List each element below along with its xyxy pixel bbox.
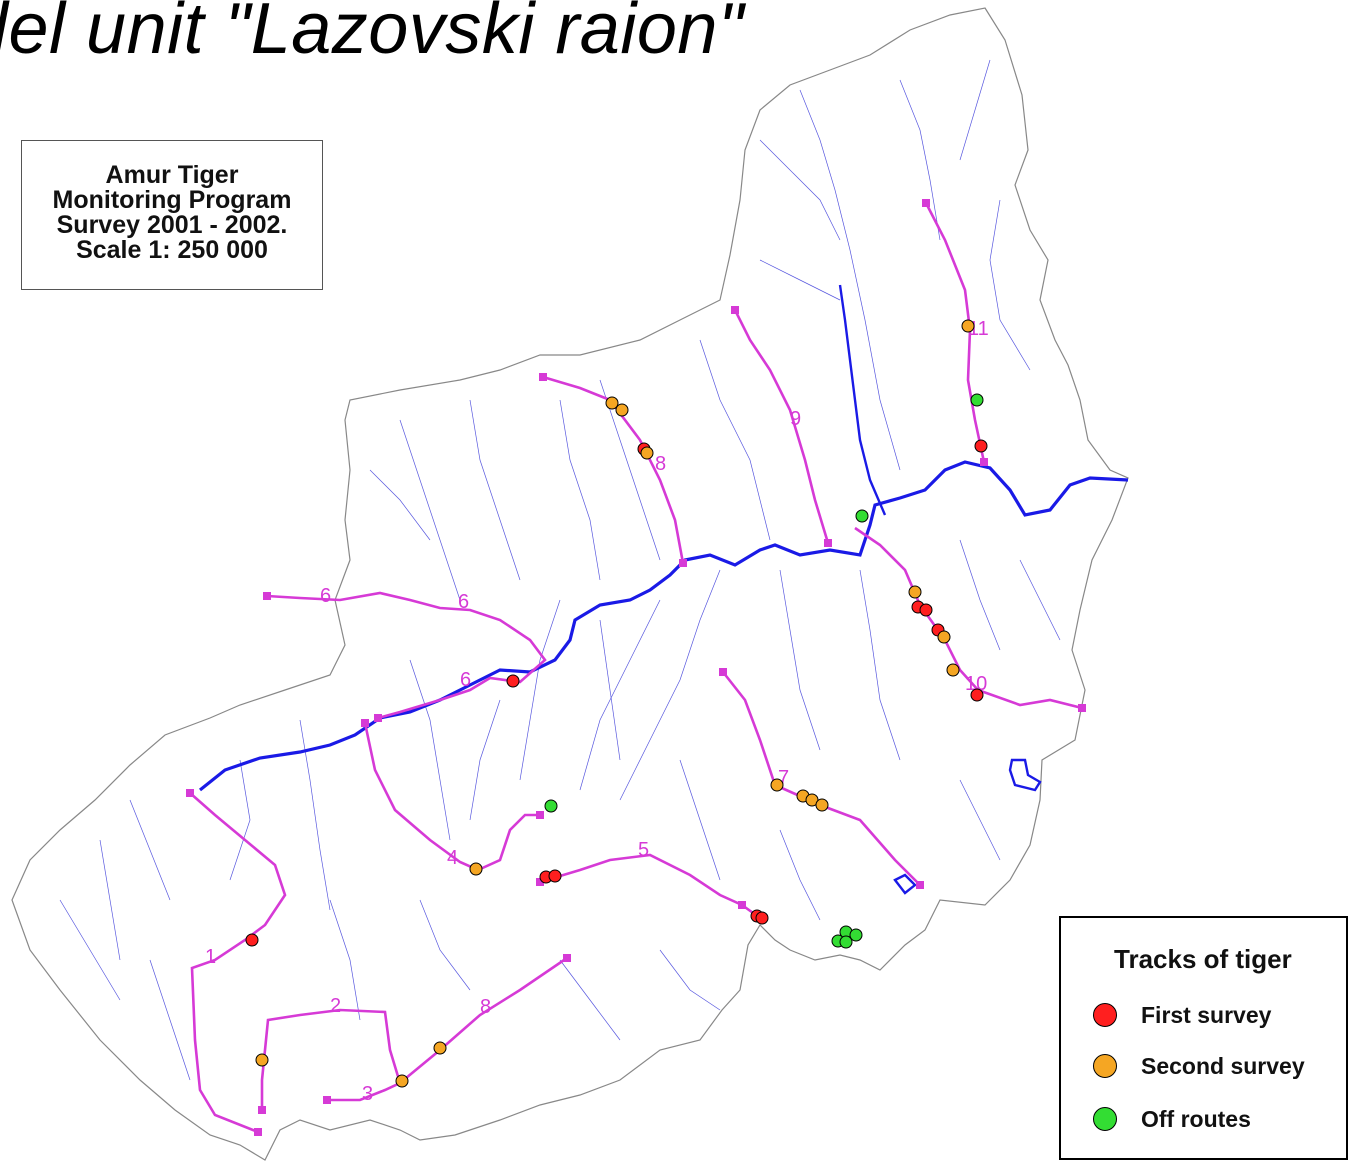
- legend-item-first-survey: First survey: [1093, 1000, 1271, 1030]
- legend-label: Second survey: [1141, 1052, 1305, 1079]
- first-survey-track: [970, 688, 984, 702]
- second-survey-track: [770, 778, 784, 792]
- route-2: [260, 1008, 402, 1110]
- off-route-track: [849, 928, 863, 942]
- second-survey-track: [937, 630, 951, 644]
- route-9: [733, 309, 830, 544]
- route-5: [539, 853, 761, 920]
- coastal-lake-outline: [893, 758, 1042, 895]
- route-7: [721, 671, 921, 886]
- first-survey-track: [755, 911, 769, 925]
- second-survey-track: [469, 862, 483, 876]
- first-survey-track: [245, 933, 259, 947]
- info-line: Survey 2001 - 2002.: [56, 211, 288, 239]
- tributary-river: [838, 284, 887, 516]
- map-title: lel unit "Lazovski raion": [0, 0, 744, 69]
- route-label: 4: [447, 847, 458, 869]
- off-route-track: [839, 935, 853, 949]
- second-survey-track: [961, 319, 975, 333]
- first-survey-track: [974, 439, 988, 453]
- route-label: 5: [638, 839, 649, 861]
- legend-title: Tracks of tiger: [1114, 944, 1292, 974]
- main-river: [199, 460, 1129, 792]
- first-survey-track: [548, 869, 562, 883]
- first-survey-track: [919, 603, 933, 617]
- tiger-tracks: [245, 319, 988, 1088]
- route-label: 10: [965, 673, 987, 695]
- legend-label: First survey: [1141, 1001, 1272, 1028]
- route-label: 6: [320, 585, 331, 607]
- green-dot-icon: [1093, 1107, 1117, 1131]
- second-survey-track: [640, 446, 654, 460]
- stream-network: [59, 59, 1061, 1081]
- route-10: [854, 526, 1083, 710]
- second-survey-track: [433, 1041, 447, 1055]
- info-line: Monitoring Program: [52, 186, 292, 214]
- off-route-track: [855, 509, 869, 523]
- route-label: 8: [655, 453, 666, 475]
- route-label: 7: [778, 767, 789, 789]
- info-line: Scale 1: 250 000: [76, 236, 268, 264]
- legend: Tracks of tiger First survey Second surv…: [1059, 916, 1348, 1160]
- legend-label: Off routes: [1141, 1105, 1251, 1132]
- route-label: 8: [480, 996, 491, 1018]
- second-survey-track: [815, 798, 829, 812]
- route-labels: 1 2 3 4 5 6 6 6 7 8 9 10 11 8: [205, 318, 989, 1105]
- route-label: 6: [460, 669, 471, 691]
- second-survey-track: [605, 396, 619, 410]
- off-route-track: [544, 799, 558, 813]
- info-line: Amur Tiger: [105, 161, 239, 189]
- route-endpoints: [186, 199, 1086, 1136]
- district-boundary: [11, 7, 1129, 1161]
- second-survey-track: [946, 663, 960, 677]
- second-survey-track: [255, 1053, 269, 1067]
- route-6: [266, 591, 547, 720]
- route-3: [327, 956, 568, 1102]
- orange-dot-icon: [1093, 1054, 1117, 1078]
- route-label: 6: [458, 591, 469, 613]
- legend-item-off-routes: Off routes: [1093, 1104, 1251, 1134]
- route-4: [363, 722, 540, 872]
- legend-item-second-survey: Second survey: [1093, 1051, 1305, 1081]
- route-8: [542, 375, 685, 564]
- second-survey-track: [395, 1074, 409, 1088]
- route-1: [189, 792, 287, 1134]
- route-label: 2: [330, 995, 341, 1017]
- route-label: 1: [205, 946, 216, 968]
- first-survey-track: [506, 674, 520, 688]
- second-survey-track: [908, 585, 922, 599]
- second-survey-track: [615, 403, 629, 417]
- off-route-track: [970, 393, 984, 407]
- map-info-box: Amur Tiger Monitoring Program Survey 200…: [21, 140, 323, 290]
- red-dot-icon: [1093, 1003, 1117, 1027]
- route-label: 9: [790, 408, 801, 430]
- route-label: 3: [362, 1083, 373, 1105]
